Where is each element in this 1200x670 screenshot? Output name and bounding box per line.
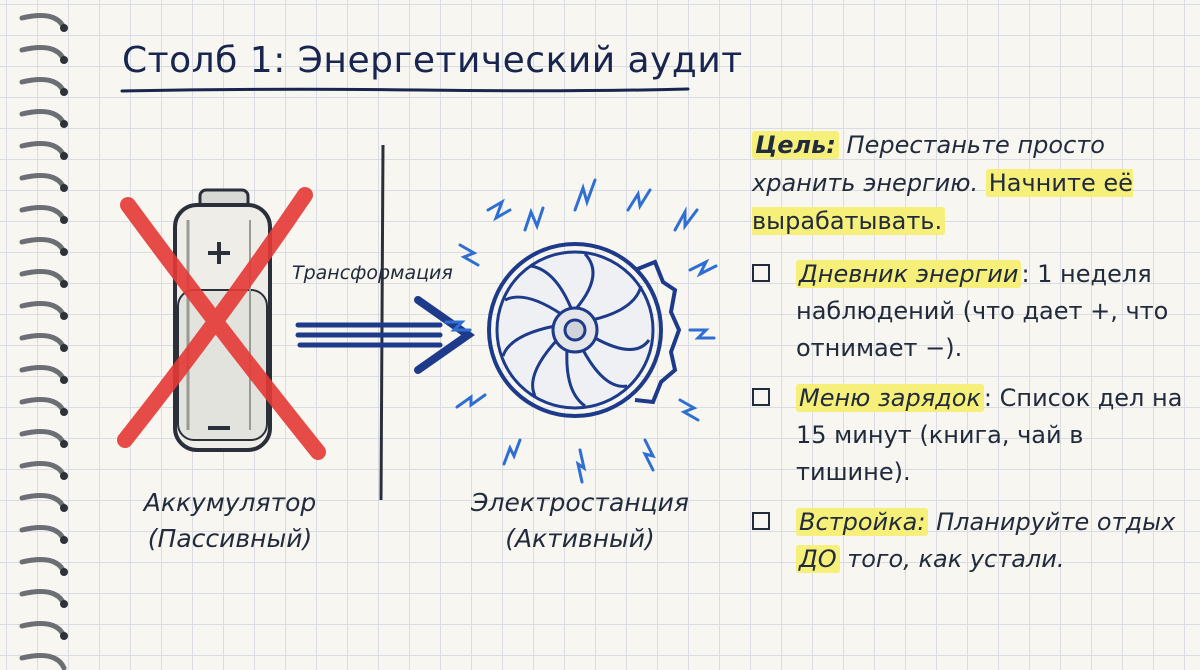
powerplant-label: Электростанция (Активный) xyxy=(470,485,690,557)
battery-name: Аккумулятор xyxy=(143,488,317,517)
goal-label: Цель: xyxy=(752,131,839,159)
spiral-binding xyxy=(19,13,68,670)
page-title: Столб 1: Энергетический аудит xyxy=(122,40,743,81)
powerplant-name: Электростанция xyxy=(471,488,689,517)
task-text: : 1 неделя наблюдений (что дает +, что о… xyxy=(796,260,1169,362)
task-text: Планируйте отдых xyxy=(928,508,1176,536)
task-highlight: ДО xyxy=(796,545,840,573)
task-title: Встройка: xyxy=(796,508,929,536)
title-underline xyxy=(120,87,690,93)
transformation-label: Трансформация xyxy=(292,262,453,284)
checkbox[interactable] xyxy=(752,264,770,282)
task-item-embedding: Встройка: Планируйте отдых ДО того, как … xyxy=(752,504,1192,578)
checkbox[interactable] xyxy=(752,512,770,530)
powerplant-mode: (Активный) xyxy=(505,524,655,553)
turbine-icon xyxy=(487,242,682,418)
arrow-right-icon xyxy=(295,296,475,374)
goal-text-1: Перестаньте просто хранить энергию. xyxy=(752,131,1105,197)
goal-block: Цель: Перестаньте просто хранить энергию… xyxy=(752,126,1192,240)
checkbox[interactable] xyxy=(752,388,770,406)
task-title: Меню зарядок xyxy=(796,384,984,412)
task-item-energy-diary: Дневник энергии: 1 неделя наблюдений (чт… xyxy=(752,256,1192,367)
task-item-charge-menu: Меню зарядок: Список дел на 15 минут (кн… xyxy=(752,380,1192,491)
red-cross-icon xyxy=(117,187,326,460)
battery-mode: (Пассивный) xyxy=(147,524,313,553)
task-text: : Список дел на 15 минут (книга, чай в т… xyxy=(796,384,1183,486)
task-title: Дневник энергии xyxy=(796,260,1022,288)
task-tail: того, как устали. xyxy=(839,545,1065,573)
battery-label: Аккумулятор (Пассивный) xyxy=(130,485,330,557)
spark-icons xyxy=(444,178,718,484)
